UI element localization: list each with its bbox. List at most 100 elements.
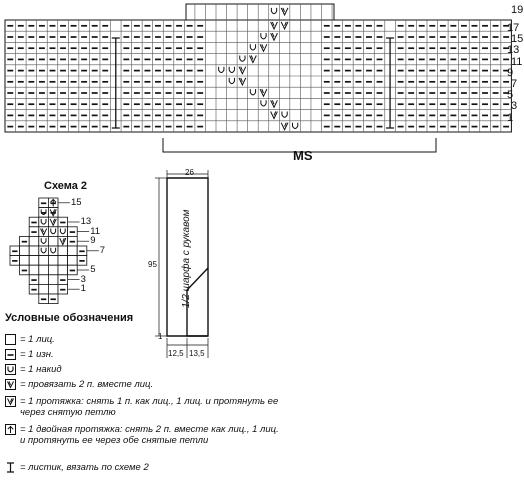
main-stitch-chart bbox=[4, 3, 512, 153]
yarn-over-mark bbox=[218, 66, 225, 73]
yarn-over-mark bbox=[40, 238, 47, 244]
legend-title: Условные обозначения bbox=[5, 312, 134, 324]
main-row-number: 9 bbox=[507, 66, 514, 79]
k2tog-icon bbox=[5, 379, 16, 390]
ssk-mark bbox=[270, 111, 278, 120]
schema2-cell bbox=[48, 245, 59, 257]
k2tog-mark bbox=[40, 228, 48, 237]
ssk-mark bbox=[59, 237, 67, 246]
main-row-number: 19 bbox=[511, 4, 524, 16]
yarn-over-mark bbox=[40, 218, 47, 225]
k2tog-mark bbox=[270, 32, 278, 42]
schema2-cell bbox=[57, 255, 69, 266]
yarn-over-mark bbox=[228, 77, 235, 85]
main-chart-top-extension bbox=[185, 3, 335, 21]
schema2-cell bbox=[38, 255, 49, 266]
k2tog-mark bbox=[270, 100, 278, 109]
yarn-over-mark bbox=[50, 247, 57, 254]
ssk-mark bbox=[280, 122, 289, 131]
schema2-cell bbox=[28, 264, 40, 276]
schema2-row-number: 7 bbox=[99, 244, 106, 256]
main-row-number: 3 bbox=[511, 100, 518, 113]
schema2-cell bbox=[38, 235, 49, 247]
schema2-cell bbox=[28, 245, 40, 257]
ssk-icon bbox=[5, 396, 16, 407]
yarn-over-mark bbox=[59, 228, 66, 235]
schema2-row-number: 5 bbox=[90, 264, 96, 275]
main-row-number: 15 bbox=[511, 33, 524, 46]
schema2-row-number: 13 bbox=[80, 216, 92, 227]
legend-item-leaf: = листик, вязать по схеме 2 bbox=[5, 462, 149, 473]
yarn-over-mark bbox=[249, 89, 257, 96]
main-row-number: 13 bbox=[507, 44, 520, 57]
legend-item-ssk: = 1 протяжка: снять 1 п. как лиц., 1 лиц… bbox=[5, 396, 305, 418]
legend-item-knit: = 1 лиц. bbox=[5, 334, 55, 345]
schema2-row-number: 3 bbox=[80, 273, 86, 285]
yarn-over-mark bbox=[281, 111, 288, 118]
schema2-cell bbox=[57, 245, 69, 257]
bottom-right-label: 13,5 bbox=[189, 349, 205, 358]
repeat-bracket bbox=[162, 138, 437, 153]
double-decrease-mark bbox=[49, 198, 57, 207]
bottom-offset-label: 1 bbox=[158, 332, 163, 341]
schema2-chart bbox=[9, 197, 99, 305]
schema2-cell bbox=[48, 283, 59, 295]
schema2-row-number: 9 bbox=[90, 235, 96, 247]
main-row-number: 1 bbox=[507, 111, 514, 124]
schema2-cell bbox=[38, 274, 49, 285]
schema2-title: Схема 2 bbox=[44, 180, 88, 192]
legend-item-yarn-over: = 1 накид bbox=[5, 364, 62, 375]
schema2-cell bbox=[28, 255, 40, 266]
legend-item-purl: = 1 изн. bbox=[5, 349, 54, 360]
yarn-over-mark bbox=[239, 55, 246, 62]
legend-item-double-decrease: = 1 двойная протяжка: снять 2 п. вместе … bbox=[5, 424, 305, 446]
schema2-row-number: 11 bbox=[90, 225, 101, 237]
schema2-cell bbox=[38, 283, 49, 295]
blank-square-icon bbox=[5, 334, 16, 345]
yarn-over-icon bbox=[5, 364, 16, 375]
schema2-cell bbox=[38, 245, 49, 257]
sleeve-pattern-drawing bbox=[155, 170, 209, 358]
sleeve-label: 1/2 шарфа с рукавом bbox=[181, 209, 192, 308]
height-label: 95 bbox=[148, 260, 157, 269]
yarn-over-mark bbox=[40, 247, 47, 254]
schema2-cell bbox=[28, 235, 40, 247]
yarn-over-mark bbox=[291, 122, 299, 129]
repeat-label: MS bbox=[293, 148, 313, 163]
yarn-over-mark bbox=[228, 66, 235, 73]
schema2-cell bbox=[38, 264, 49, 276]
k2tog-mark bbox=[259, 88, 268, 98]
schema2-row-number: 15 bbox=[71, 196, 82, 208]
top-width-label: 26 bbox=[185, 168, 194, 177]
ssk-mark bbox=[49, 209, 57, 217]
k2tog-mark bbox=[270, 21, 278, 31]
yarn-over-mark bbox=[40, 209, 47, 216]
k2tog-mark bbox=[249, 55, 257, 64]
yarn-over-mark bbox=[270, 7, 278, 15]
schema2-cell bbox=[48, 255, 59, 266]
k2tog-mark bbox=[238, 77, 247, 87]
yarn-over-mark bbox=[50, 228, 57, 235]
schema2-cell bbox=[19, 255, 30, 266]
bottom-left-label: 12,5 bbox=[168, 349, 184, 358]
yarn-over-mark bbox=[249, 44, 257, 51]
main-row-number: 17 bbox=[507, 22, 520, 34]
yarn-over-mark bbox=[260, 100, 267, 107]
schema2-cell bbox=[48, 226, 59, 237]
dash-square-icon bbox=[5, 349, 16, 360]
main-row-number: 5 bbox=[507, 89, 514, 102]
leaf-bracket-icon bbox=[386, 37, 395, 129]
k2tog-mark bbox=[280, 7, 289, 17]
schema2-cell bbox=[67, 245, 78, 257]
ssk-mark bbox=[49, 218, 57, 227]
leaf-bracket-icon bbox=[111, 37, 120, 129]
main-row-number: 11 bbox=[511, 55, 523, 68]
schema2-cell bbox=[67, 255, 78, 266]
schema2-cell bbox=[57, 226, 69, 237]
leaf-bracket-icon bbox=[5, 462, 16, 473]
schema2-cell bbox=[48, 264, 59, 276]
k2tog-mark bbox=[238, 66, 247, 75]
ssk-mark bbox=[280, 21, 289, 31]
double-decrease-icon bbox=[5, 424, 16, 435]
